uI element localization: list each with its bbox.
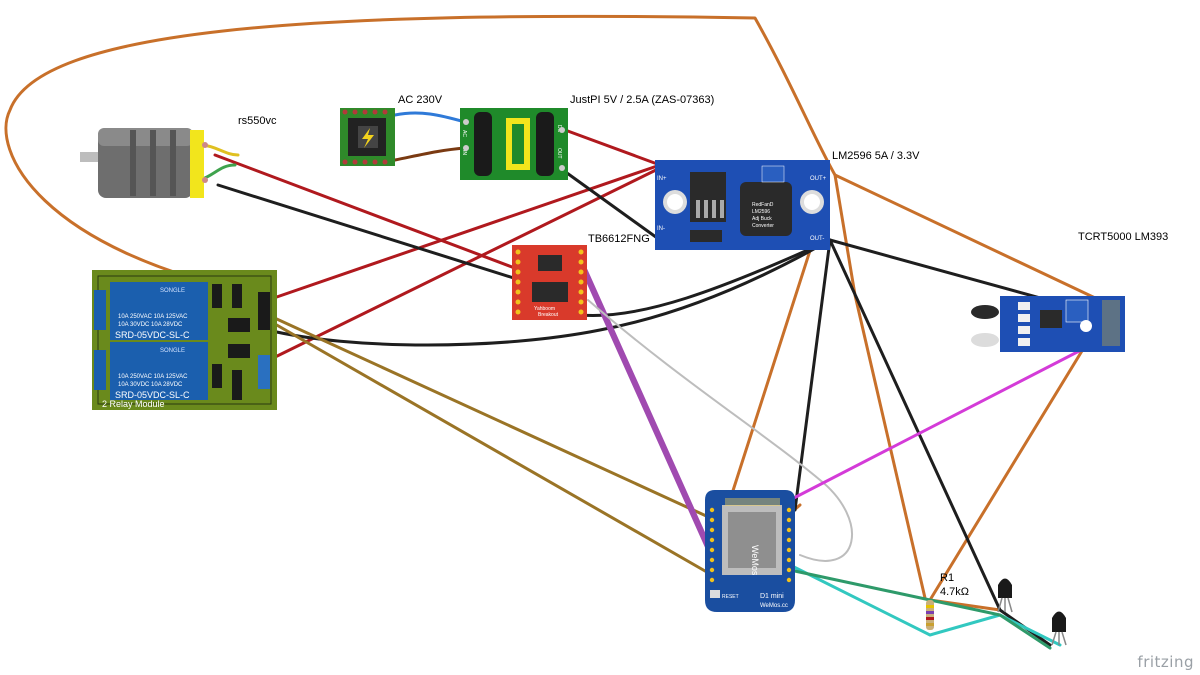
buck-out-plus: OUT+ [810, 176, 827, 182]
wire-orange-loop[interactable] [4, 14, 837, 297]
relay-1-model: SRD-05VDC-SL-C [115, 330, 190, 340]
buck-in-minus: IN- [657, 226, 665, 232]
relay-1-brand: SONGLE [160, 288, 185, 294]
buck-chip-line1: RedFanD [752, 202, 774, 208]
relay-2-rating-1: 10A 250VAC 10A 125VAC [118, 374, 188, 380]
ir-receiver-icon [971, 333, 999, 347]
relay-2-model: SRD-05VDC-SL-C [115, 390, 190, 400]
wire-black-motor-driver[interactable] [216, 183, 522, 282]
psu-module[interactable]: AC IN DC OUT [460, 108, 568, 180]
wire-red-motor-driver[interactable] [213, 153, 522, 272]
wire-purple-driver-wemos-3[interactable] [584, 268, 720, 567]
buck-chip-line2: LM2596 [752, 209, 770, 215]
resistor-value-label: 4.7kΩ [940, 586, 970, 598]
wire-red-psu-buck[interactable] [563, 128, 662, 167]
ir-sensor-module[interactable] [971, 296, 1125, 352]
relay-module[interactable]: SONGLE 10A 250VAC 10A 125VAC 10A 30VDC 1… [92, 270, 277, 410]
trim-potentiometer[interactable] [761, 165, 785, 183]
psu-pin-in: IN [461, 150, 467, 155]
resistor-ref-label: R1 [940, 572, 955, 584]
motor-shaft [80, 152, 102, 162]
relay-1 [110, 282, 208, 340]
wire-red-relay2-buck[interactable] [263, 166, 662, 364]
wire-black-relay-buck[interactable] [266, 238, 832, 347]
buck-chip-line4: Converter [752, 223, 774, 229]
psu-pin-out: OUT [556, 148, 562, 159]
relay-2-rating-2: 10A 30VDC 10A 28VDC [118, 382, 183, 388]
wire-brown-ac[interactable] [393, 146, 467, 162]
wemos-reset-label: RESET [722, 594, 739, 600]
sensitivity-potentiometer[interactable] [1065, 299, 1089, 323]
to92-component-1[interactable] [997, 578, 1013, 613]
buck-chip-line3: Adj Buck [752, 216, 772, 222]
psu-label: JustPI 5V / 2.5A (ZAS-07363) [570, 94, 715, 106]
wire-olive-relay-wemos-2[interactable] [266, 318, 714, 577]
relay-module-title: 2 Relay Module [102, 399, 165, 409]
ac-input-label: AC 230V [398, 94, 443, 106]
wire-blue-ac[interactable] [393, 111, 467, 124]
driver-label: TB6612FNG [588, 233, 650, 245]
relay-2 [110, 342, 208, 400]
wire-green-wemos-transistor[interactable] [788, 568, 1052, 650]
lightning-icon [362, 128, 374, 148]
ac-input-connector[interactable] [340, 108, 395, 166]
relay-1-rating-2: 10A 30VDC 10A 28VDC [118, 322, 183, 328]
buck-in-plus: IN+ [657, 176, 667, 182]
wire-olive-relay-wemos-1[interactable] [266, 313, 717, 522]
resistor-r1[interactable] [926, 600, 934, 630]
wemos-brand: WeMos.cc [760, 603, 788, 609]
buck-label: LM2596 5A / 3.3V [832, 150, 920, 162]
driver-brand-line2: Breakout [538, 312, 559, 318]
sensor-label: TCRT5000 LM393 [1078, 231, 1169, 243]
motor-driver-board[interactable]: Yahboom Breakout [512, 245, 587, 320]
wemos-model: D1 mini [760, 593, 784, 600]
wire-orange-sensor-resistor[interactable] [833, 173, 1112, 612]
wire-white-loop[interactable] [587, 299, 854, 562]
relay-2-brand: SONGLE [160, 348, 185, 354]
dc-motor[interactable] [80, 128, 208, 198]
wire-red-relay-buck[interactable] [266, 163, 662, 302]
buck-converter[interactable]: RedFanD LM2596 Adj Buck Converter IN+ IN… [655, 160, 830, 250]
wire-orange-buck-resistor[interactable] [833, 173, 927, 600]
wire-cyan-wemos-resistor[interactable] [788, 563, 1062, 647]
psu-pin-dc: DC [556, 125, 562, 133]
relay-1-rating-1: 10A 250VAC 10A 125VAC [118, 314, 188, 320]
wire-orange-buck-wemos[interactable] [728, 233, 817, 502]
driver-brand-line1: Yahboom [534, 306, 555, 312]
to92-component-2[interactable] [1051, 611, 1067, 646]
psu-pin-ac: AC [461, 130, 467, 137]
buck-out-minus: OUT- [810, 236, 824, 242]
wire-black-psu-buck[interactable] [558, 166, 662, 242]
wemos-d1-mini[interactable]: WeMos RESET D1 mini WeMos.cc [705, 490, 795, 612]
ir-emitter-icon [971, 305, 999, 319]
motor-label: rs550vc [238, 115, 277, 127]
wemos-logo: WeMos [750, 545, 760, 576]
motor-end-cap [190, 130, 204, 198]
reset-button[interactable] [710, 590, 720, 598]
fritzing-watermark: fritzing [1137, 653, 1194, 671]
